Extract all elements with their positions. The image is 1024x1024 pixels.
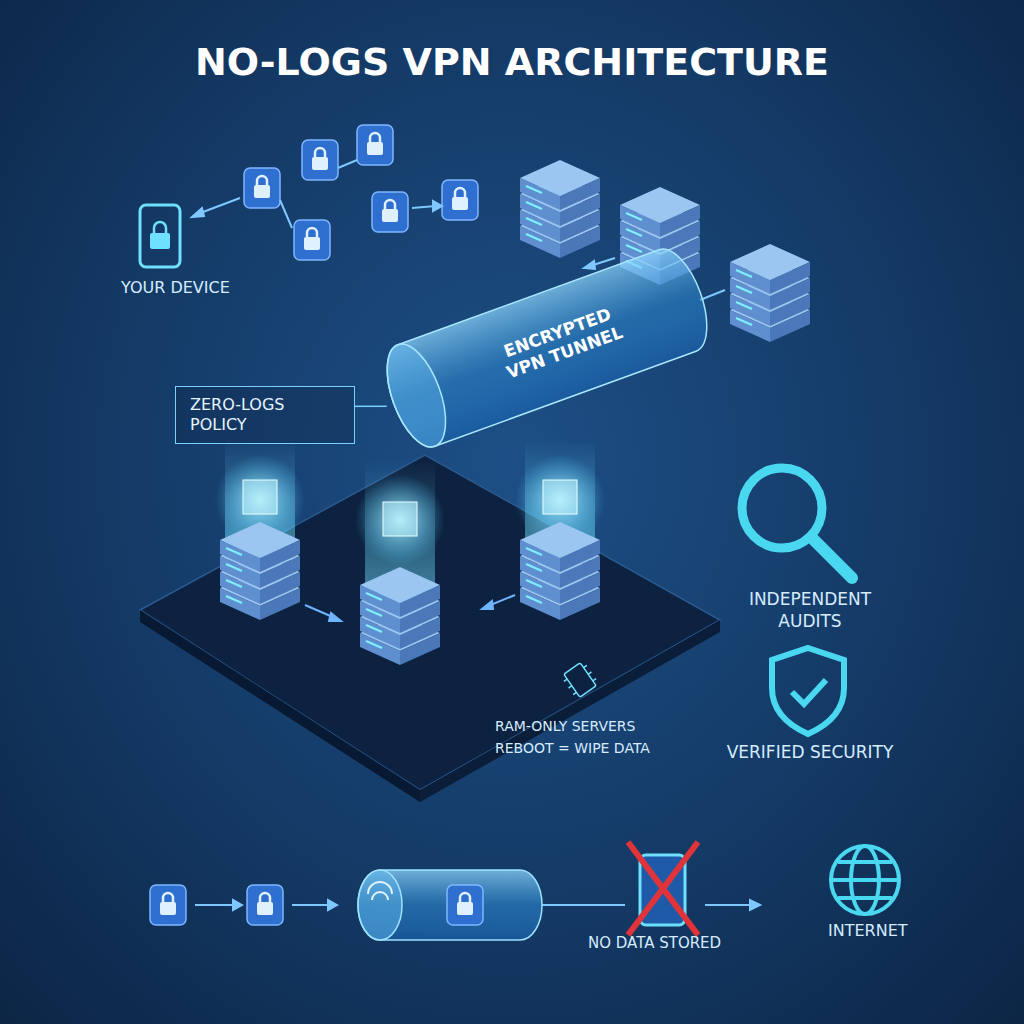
security-label: VERIFIED SECURITY: [705, 741, 915, 763]
leader-connector: [355, 406, 387, 408]
no-data-label: NO DATA STORED: [588, 934, 721, 952]
audit-label: INDEPENDENT AUDITS: [730, 588, 890, 632]
server-note: REBOOT = WIPE DATA: [495, 740, 650, 756]
server-label: RAM-ONLY SERVERS: [495, 718, 635, 734]
vpn-tunnel: ENCRYPTED VPN TUNNEL: [373, 239, 721, 457]
device-label: YOUR DEVICE: [121, 278, 230, 297]
policy-label: ZERO-LOGS POLICY: [190, 395, 340, 435]
policy-box: ZERO-LOGS POLICY: [175, 386, 355, 444]
internet-label: INTERNET: [828, 921, 908, 940]
diagram-title: NO-LOGS VPN ARCHITECTURE: [0, 40, 1024, 84]
